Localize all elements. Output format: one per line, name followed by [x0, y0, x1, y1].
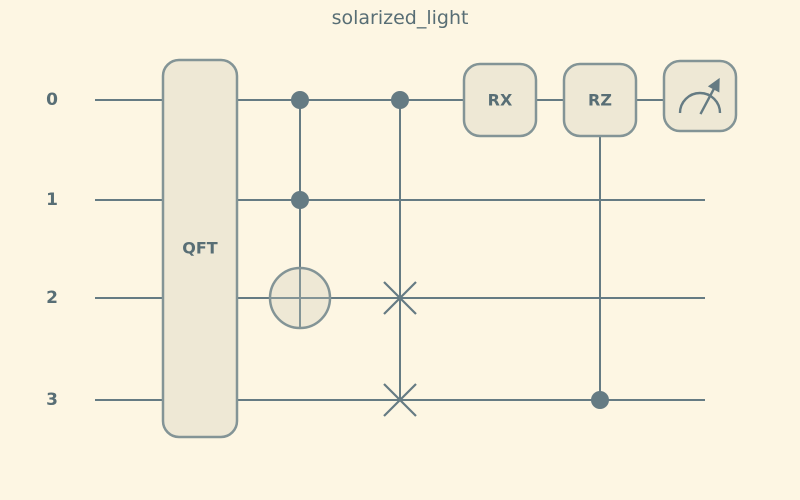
circuit-title: solarized_light — [331, 7, 469, 29]
control-dot-icon — [291, 191, 309, 209]
crz-gate: RZ — [562, 62, 638, 409]
qft-gate: QFT — [161, 58, 239, 439]
qubit-label-0: 0 — [46, 90, 58, 110]
control-dot-icon — [591, 391, 609, 409]
qubit-label-1: 1 — [46, 190, 58, 210]
rx-gate: RX — [462, 62, 538, 138]
cswap-gate — [383, 91, 417, 417]
control-dot-icon — [391, 91, 409, 109]
control-dot-icon — [291, 91, 309, 109]
measure-meter-icon — [678, 77, 722, 115]
qft-gate-label: QFT — [182, 239, 218, 258]
ccx-gate — [268, 91, 332, 330]
measure-gate — [662, 59, 738, 133]
qubit-label-3: 3 — [46, 390, 58, 410]
rx-gate-box — [462, 62, 538, 138]
swap-cross-icon — [383, 383, 417, 417]
qft-gate-box — [161, 58, 239, 439]
rz-gate-label: RZ — [588, 91, 612, 110]
rz-gate-box — [562, 62, 638, 138]
swap-cross-icon — [383, 281, 417, 315]
qubit-label-2: 2 — [46, 288, 58, 308]
rx-gate-label: RX — [488, 91, 513, 110]
measure-gate-box — [662, 59, 738, 133]
